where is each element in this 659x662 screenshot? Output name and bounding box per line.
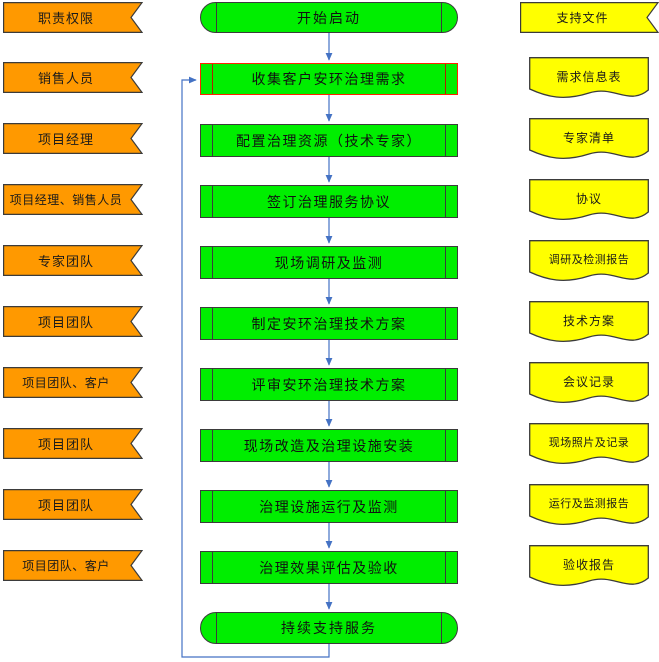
responsibility-label: 销售人员 (37, 71, 94, 86)
responsibility-label: 项目团队、客户 (22, 559, 110, 573)
responsibility-header: 职责权限 (3, 2, 143, 33)
pennant-shape (3, 550, 143, 581)
process-step-8[interactable]: 治理设施运行及监测 (200, 490, 458, 523)
document-label: 调研及检测报告 (548, 254, 630, 266)
process-step-label: 评审安环治理技术方案 (251, 378, 407, 394)
document-row-7: 现场照片及记录 (529, 423, 649, 467)
document-shape (529, 423, 649, 465)
responsibility-row-3: 项目经理、销售人员 (3, 184, 143, 215)
responsibility-label: 项目团队、客户 (22, 376, 110, 390)
document-label: 运行及监测报告 (548, 498, 630, 510)
pennant-shape (3, 367, 143, 398)
process-step-label: 治理效果评估及验收 (259, 561, 399, 577)
pennant-shape (3, 428, 143, 459)
document-label: 协议 (575, 192, 602, 206)
responsibility-row-7: 项目团队 (3, 428, 143, 459)
responsibility-row-5: 项目团队 (3, 306, 143, 337)
process-step-label: 现场调研及监测 (274, 256, 384, 272)
pennant-shape (520, 2, 659, 33)
process-step-label: 制定安环治理技术方案 (251, 317, 407, 333)
end-terminator-label: 持续支持服务 (281, 622, 377, 637)
pennant-shape (3, 245, 143, 276)
responsibility-label: 项目团队 (37, 437, 94, 452)
process-step-2[interactable]: 配置治理资源（技术专家） (200, 124, 458, 157)
document-shape (529, 179, 649, 221)
document-row-3: 协议 (529, 179, 649, 223)
responsibility-label: 项目经理、销售人员 (9, 193, 123, 207)
document-shape (529, 118, 649, 160)
process-step-label: 治理设施运行及监测 (259, 500, 399, 516)
responsibility-row-8: 项目团队 (3, 489, 143, 520)
document-row-5: 技术方案 (529, 301, 649, 345)
process-step-label: 现场改造及治理设施安装 (243, 439, 415, 455)
responsibility-row-4: 专家团队 (3, 245, 143, 276)
process-step-label: 收集客户安环治理需求 (251, 73, 407, 88)
process-step-label: 签订治理服务协议 (267, 195, 391, 211)
document-shape (529, 301, 649, 343)
document-label: 专家清单 (562, 131, 615, 145)
document-label: 需求信息表 (556, 70, 622, 84)
responsibility-row-9: 项目团队、客户 (3, 550, 143, 581)
pennant-shape (3, 62, 143, 93)
process-step-4[interactable]: 现场调研及监测 (200, 246, 458, 279)
pennant-shape (3, 306, 143, 337)
start-terminator[interactable]: 开始启动 (200, 2, 458, 33)
document-shape (529, 545, 649, 587)
document-shape (529, 362, 649, 404)
start-terminator-label: 开始启动 (297, 11, 361, 27)
document-label: 技术方案 (562, 314, 615, 328)
responsibility-row-6: 项目团队、客户 (3, 367, 143, 398)
pennant-shape (3, 489, 143, 520)
document-header: 支持文件 (520, 2, 659, 33)
document-row-2: 专家清单 (529, 118, 649, 162)
pennant-shape (3, 123, 143, 154)
document-shape (529, 57, 649, 99)
document-row-4: 调研及检测报告 (529, 240, 649, 284)
responsibility-label: 项目团队 (37, 315, 94, 330)
document-row-1: 需求信息表 (529, 57, 649, 101)
document-shape (529, 240, 649, 282)
document-label: 现场照片及记录 (548, 437, 630, 449)
process-step-7[interactable]: 现场改造及治理设施安装 (200, 429, 458, 462)
document-label: 验收报告 (562, 558, 615, 572)
document-header-label: 支持文件 (556, 11, 609, 25)
document-label: 会议记录 (562, 375, 615, 389)
responsibility-row-1: 销售人员 (3, 62, 143, 93)
responsibility-label: 项目团队 (37, 498, 94, 513)
responsibility-header-label: 职责权限 (37, 11, 94, 26)
responsibility-row-2: 项目经理 (3, 123, 143, 154)
process-step-label: 配置治理资源（技术专家） (236, 134, 422, 150)
process-step-3[interactable]: 签订治理服务协议 (200, 185, 458, 218)
document-shape (529, 484, 649, 526)
process-step-1[interactable]: 收集客户安环治理需求 (200, 63, 458, 95)
document-row-8: 运行及监测报告 (529, 484, 649, 528)
document-row-9: 验收报告 (529, 545, 649, 589)
process-step-6[interactable]: 评审安环治理技术方案 (200, 368, 458, 401)
pennant-shape (3, 184, 143, 215)
responsibility-label: 项目经理 (37, 132, 94, 147)
process-step-9[interactable]: 治理效果评估及验收 (200, 551, 458, 584)
end-terminator[interactable]: 持续支持服务 (200, 612, 458, 644)
process-step-5[interactable]: 制定安环治理技术方案 (200, 307, 458, 340)
responsibility-label: 专家团队 (37, 254, 94, 269)
document-row-6: 会议记录 (529, 362, 649, 406)
pennant-shape (3, 2, 143, 33)
